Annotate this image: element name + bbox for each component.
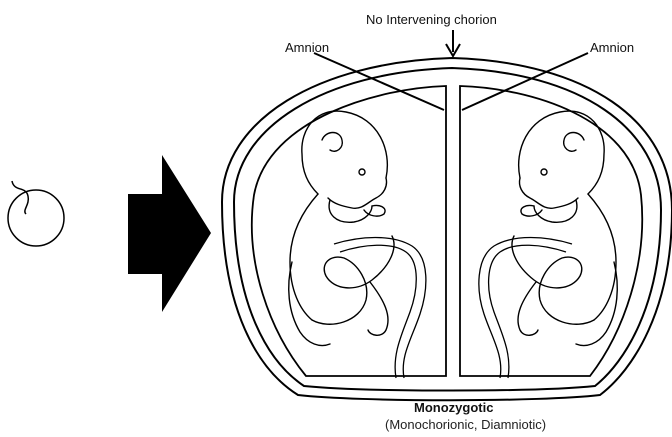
no-intervening-chorion-label: No Intervening chorion	[366, 13, 497, 26]
amnion-right-label: Amnion	[590, 41, 634, 54]
leader-lines	[314, 30, 588, 110]
fetus-right-body	[588, 194, 616, 320]
fetus-right-back	[576, 262, 617, 346]
fetus-left	[289, 111, 394, 345]
fetus-left-hand	[364, 205, 385, 216]
fetus-right-legs	[512, 236, 594, 324]
amnion-right-leader	[462, 53, 588, 110]
umbilical-cord-left	[334, 238, 426, 379]
fetus-right-hand	[521, 205, 542, 216]
fetus-left-head	[302, 111, 388, 194]
zygote-cell	[8, 190, 64, 246]
fetus-left-legs	[312, 236, 394, 324]
twin-subtype-label: (Monochorionic, Diamniotic)	[385, 418, 546, 431]
fetus-right-ear	[564, 133, 584, 152]
fetus-right-eye	[541, 169, 547, 175]
amnion-left-leader	[314, 53, 444, 110]
fetus-right-head	[519, 111, 605, 194]
amniotic-sac-right	[460, 86, 642, 376]
umbilical-cord-right	[479, 238, 572, 379]
fetus-left-eye	[359, 169, 365, 175]
fetus-left-body	[290, 194, 318, 320]
chorion	[222, 58, 672, 400]
amnion-left-label: Amnion	[285, 41, 329, 54]
fetus-right	[512, 111, 617, 345]
sperm-tail	[12, 181, 28, 214]
fetus-right-foot	[518, 282, 538, 335]
zygote	[8, 181, 64, 246]
twin-type-label: Monozygotic	[414, 401, 493, 414]
amniotic-sac-left	[252, 86, 446, 376]
fetus-left-foot	[368, 282, 388, 335]
big-arrow	[128, 155, 211, 312]
fetus-left-face	[328, 178, 387, 208]
fetus-left-ear	[322, 133, 342, 152]
fetus-right-face	[519, 178, 578, 208]
fetus-left-back	[289, 262, 330, 346]
